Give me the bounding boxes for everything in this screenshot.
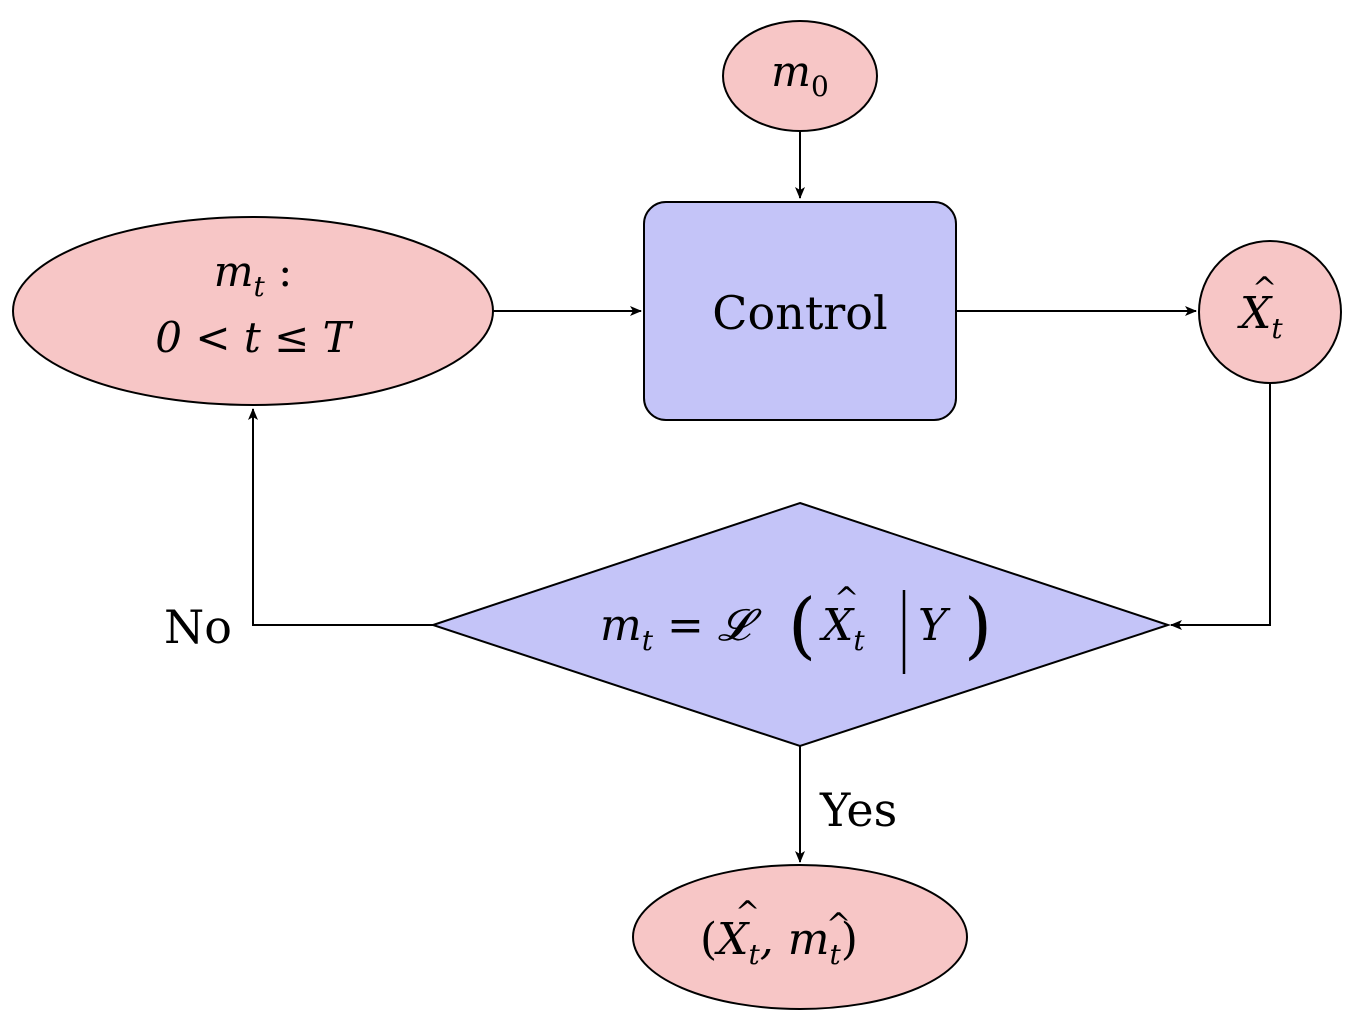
xhat-hat: ^: [1252, 271, 1277, 306]
node-xhat: Xt ^: [1198, 240, 1342, 384]
result-hat-x: ^: [735, 895, 760, 930]
edge-decision-no-to-mt: [248, 408, 433, 626]
xhat-label: Xt: [1237, 288, 1283, 345]
node-decision: mt = 𝓛 ( Xt ^ Y ): [429, 501, 1172, 748]
control-label: Control: [712, 286, 887, 340]
m0-label: m0: [771, 47, 829, 103]
result-label: (Xt, mt): [700, 914, 858, 971]
decision-given: Y: [918, 600, 951, 651]
decision-hat: ^: [834, 581, 859, 616]
decision-open-paren: (: [788, 583, 816, 667]
decision-lhs: mt = 𝓛: [600, 600, 762, 657]
decision-xhat: Xt: [819, 600, 865, 657]
edge-xhat-to-decision: [1170, 380, 1271, 630]
decision-close-paren: ): [964, 583, 992, 667]
mt-range-line2: 0 < t ≤ T: [155, 313, 353, 362]
node-control: Control: [643, 201, 957, 421]
edges: [248, 131, 1271, 863]
edge-label-yes: Yes: [819, 783, 897, 837]
node-mt-range: mt : 0 < t ≤ T: [12, 216, 494, 406]
edge-label-no: No: [164, 600, 232, 654]
result-hat-m: ^: [826, 907, 851, 942]
mt-range-line1: mt :: [214, 247, 293, 303]
node-result: (Xt, mt) ^ ^: [632, 864, 968, 1010]
node-m0: m0: [722, 20, 878, 132]
